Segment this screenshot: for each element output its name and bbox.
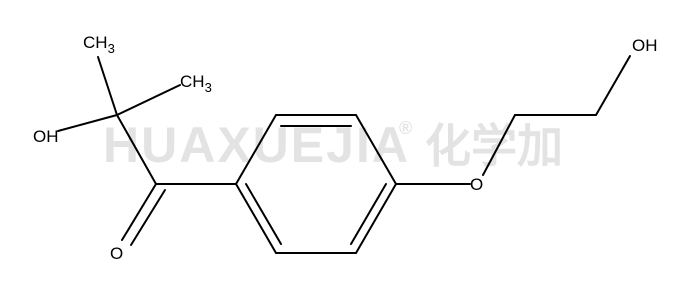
watermark-registered-mark: ® — [399, 118, 414, 138]
bond-c-ch3-right — [116, 84, 181, 116]
ring-bond-1 — [235, 114, 277, 185]
label-oh-left: OH — [33, 127, 59, 146]
label-o-ether: O — [470, 175, 483, 194]
watermark: HUAXUEJIA ® 化学加 — [103, 117, 563, 173]
label-oh-right: OH — [632, 36, 658, 55]
bond-carbonyl-o-2 — [130, 189, 166, 246]
ring-double-left — [245, 183, 282, 245]
bond-ether-ch2 — [482, 114, 516, 176]
ring-bond-3 — [355, 114, 397, 185]
bonds — [57, 55, 631, 254]
bond-ch2-oh — [595, 55, 631, 116]
watermark-chinese: 化学加 — [425, 119, 563, 173]
bond-c-ch3-top — [97, 56, 118, 116]
label-ch3-right: CH3 — [180, 72, 212, 95]
ring-bond-6 — [235, 183, 277, 254]
atom-labels: CH3 CH3 OH O O OH — [33, 33, 658, 263]
ring-double-right — [350, 183, 387, 245]
bond-c-carbonyl — [116, 114, 157, 185]
label-o-carbonyl: O — [110, 244, 123, 263]
label-ch3-top: CH3 — [83, 33, 115, 56]
watermark-brand: HUAXUEJIA — [103, 117, 410, 173]
bond-carbonyl-o-1 — [121, 183, 157, 241]
bond-c-oh — [57, 114, 118, 132]
ring-bond-4 — [355, 183, 397, 254]
